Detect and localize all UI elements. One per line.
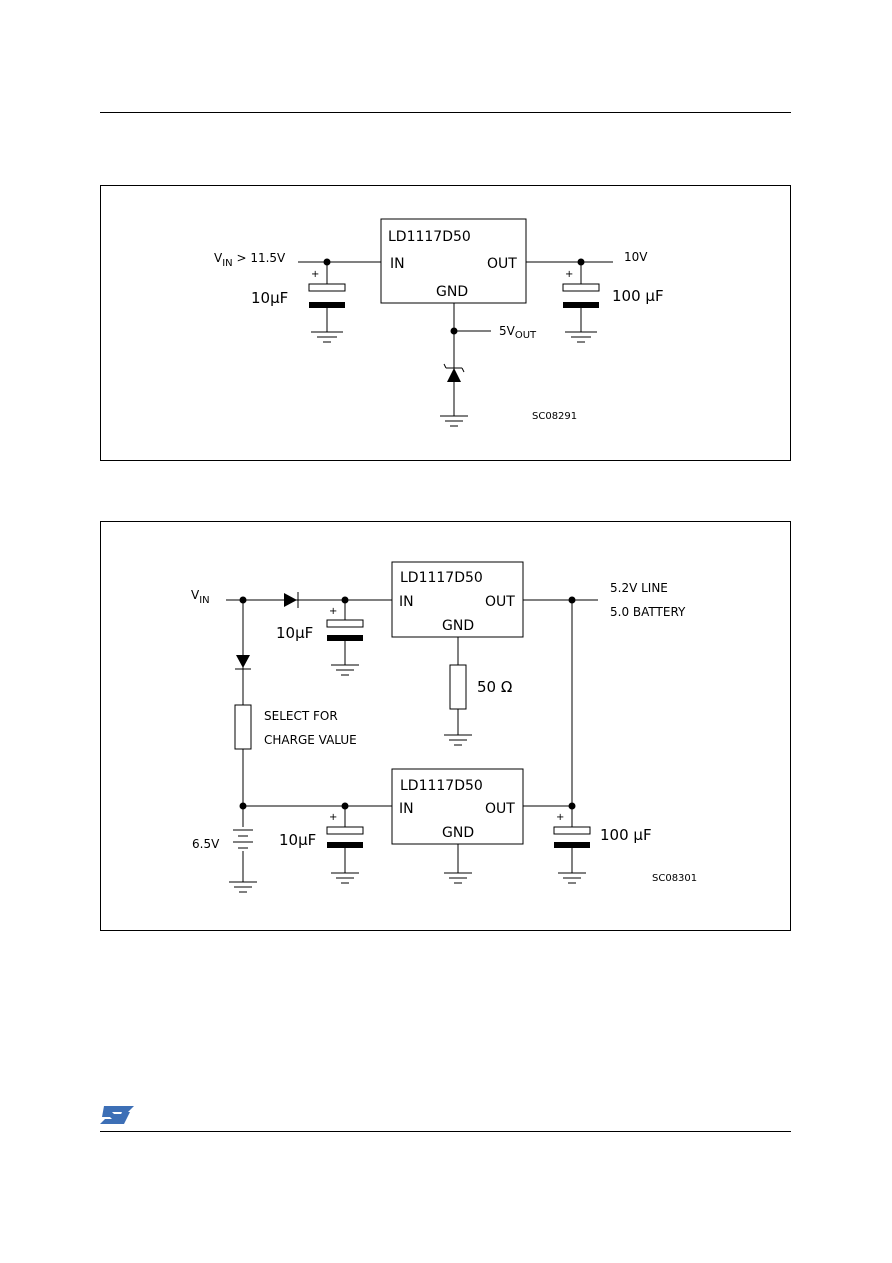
- pin-out-label: OUT: [487, 256, 517, 272]
- figure-2-panel: LD1117D50 IN OUT GND LD1117D50 IN OUT GN…: [100, 521, 791, 931]
- bottom-cap-capacitor: [326, 826, 364, 835]
- st-logo-icon: [100, 1104, 134, 1126]
- top-cap-ground-icon: [331, 664, 359, 676]
- top-cap-capacitor: [326, 619, 364, 628]
- regulator-top-name: LD1117D50: [400, 570, 483, 586]
- out-cap-capacitor: [553, 826, 591, 835]
- figure-2-code: SC08301: [652, 873, 697, 884]
- cin-ground-icon: [311, 331, 343, 343]
- bottom-pin-gnd-label: GND: [442, 825, 474, 841]
- footer-rule: [100, 1131, 791, 1132]
- cout-ground-icon: [565, 331, 597, 343]
- regulated-out-label: 5VOUT: [499, 324, 537, 341]
- pin-in-label: IN: [390, 256, 405, 272]
- battery-value: 6.5V: [192, 837, 220, 851]
- out-voltage-label: 10V: [624, 250, 648, 264]
- battery-icon: [233, 829, 253, 849]
- top-pin-in-label: IN: [399, 594, 414, 610]
- charge-diode-icon: [235, 655, 251, 670]
- gnd-resistor-value: 50 Ω: [477, 678, 512, 696]
- battery-ground-icon: [229, 881, 257, 893]
- cout-value: 100 μF: [612, 287, 664, 305]
- gnd-resistor-ground-icon: [444, 734, 472, 746]
- vin-label: VIN > 11.5V: [214, 251, 286, 269]
- cout-plus: +: [565, 269, 573, 280]
- figure-1-schematic: LD1117D50 IN OUT GND VIN > 11.5V + 10μF …: [214, 218, 664, 427]
- bottom-cap-plate: [327, 842, 363, 848]
- cout-capacitor: [562, 283, 600, 292]
- bottom-pin-in-label: IN: [399, 801, 414, 817]
- vin-label: VIN: [191, 588, 210, 606]
- out-cap-value: 100 μF: [600, 826, 652, 844]
- select-label-line2: CHARGE VALUE: [264, 733, 357, 747]
- out-cap-plus: +: [556, 812, 564, 823]
- top-cap-value: 10μF: [276, 624, 313, 642]
- header-rule: [100, 112, 791, 113]
- cin-plate: [309, 302, 345, 308]
- figure-1-panel: LD1117D50 IN OUT GND VIN > 11.5V + 10μF …: [100, 185, 791, 461]
- bottom-gnd-ground-icon: [444, 872, 472, 884]
- cout-plate: [563, 302, 599, 308]
- bottom-cap-plus: +: [329, 812, 337, 823]
- bottom-cap-value: 10μF: [279, 831, 316, 849]
- regulator-bottom-name: LD1117D50: [400, 778, 483, 794]
- out-label-line1: 5.2V LINE: [610, 581, 668, 595]
- out-cap-ground-icon: [558, 872, 586, 884]
- zener-ground-icon: [440, 415, 468, 427]
- bottom-cap-ground-icon: [331, 872, 359, 884]
- select-label-line1: SELECT FOR: [264, 709, 338, 723]
- regulator-ic: [380, 218, 527, 304]
- zener-diode-icon: [443, 363, 465, 382]
- top-pin-gnd-label: GND: [442, 618, 474, 634]
- cin-plus: +: [311, 269, 319, 280]
- cin-value: 10μF: [251, 289, 288, 307]
- gnd-resistor: [449, 664, 467, 710]
- top-cap-plus: +: [329, 606, 337, 617]
- regulator-ic-name: LD1117D50: [388, 229, 471, 245]
- bottom-pin-out-label: OUT: [485, 801, 515, 817]
- out-cap-plate: [554, 842, 590, 848]
- top-cap-plate: [327, 635, 363, 641]
- figure-2-schematic: LD1117D50 IN OUT GND LD1117D50 IN OUT GN…: [191, 561, 697, 893]
- cin-capacitor: [308, 283, 346, 292]
- figure-1-code: SC08291: [532, 411, 577, 422]
- top-pin-out-label: OUT: [485, 594, 515, 610]
- out-label-line2: 5.0 BATTERY: [610, 605, 686, 619]
- pin-gnd-label: GND: [436, 284, 468, 300]
- input-diode-icon: [284, 592, 299, 608]
- select-resistor: [234, 704, 252, 750]
